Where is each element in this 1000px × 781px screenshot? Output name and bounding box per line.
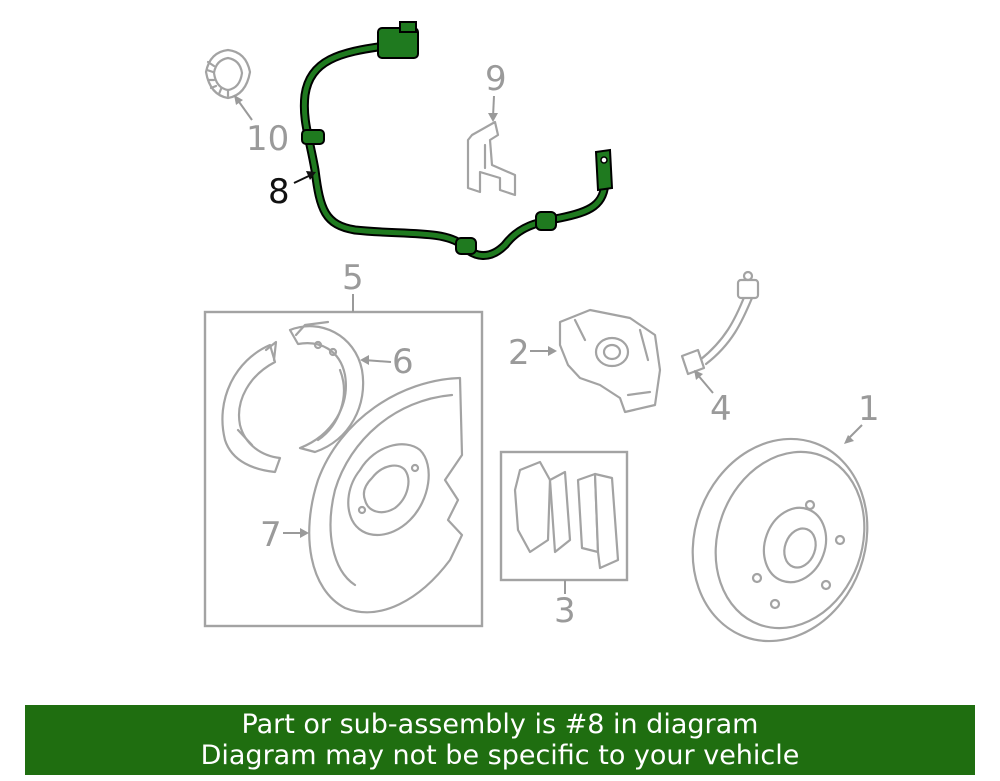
callout-9: 9 xyxy=(485,59,507,99)
callout-4: 4 xyxy=(710,389,732,429)
part-3-brake-pads[interactable] xyxy=(513,460,620,570)
callout-7: 7 xyxy=(260,515,282,555)
banner-line-2: Diagram may not be specific to your vehi… xyxy=(200,740,800,771)
banner-line-1: Part or sub-assembly is #8 in diagram xyxy=(241,709,759,740)
info-banner: Part or sub-assembly is #8 in diagram Di… xyxy=(25,705,975,775)
callout-3: 3 xyxy=(554,591,576,631)
callout-2: 2 xyxy=(508,333,530,373)
callout-5: 5 xyxy=(342,258,364,298)
callout-1: 1 xyxy=(858,389,880,429)
part-6-parking-brake-shoes[interactable] xyxy=(221,320,365,474)
leader-4 xyxy=(696,373,714,394)
part-5-assembly-box[interactable] xyxy=(203,310,484,628)
part-2-brake-caliper[interactable] xyxy=(558,308,662,414)
part-8-wheel-speed-sensor-wire[interactable] xyxy=(299,21,614,260)
part-4-brake-hose[interactable] xyxy=(680,270,760,376)
callout-10: 10 xyxy=(246,119,289,159)
callout-8: 8 xyxy=(268,172,290,212)
part-1-brake-rotor[interactable] xyxy=(665,414,895,666)
part-9-bracket[interactable] xyxy=(466,120,517,197)
part-10-tone-ring[interactable] xyxy=(204,48,252,100)
part-7-dust-shield[interactable] xyxy=(308,376,464,614)
callout-6: 6 xyxy=(392,342,414,382)
parts-diagram: 10 8 9 5 6 xyxy=(203,21,895,666)
